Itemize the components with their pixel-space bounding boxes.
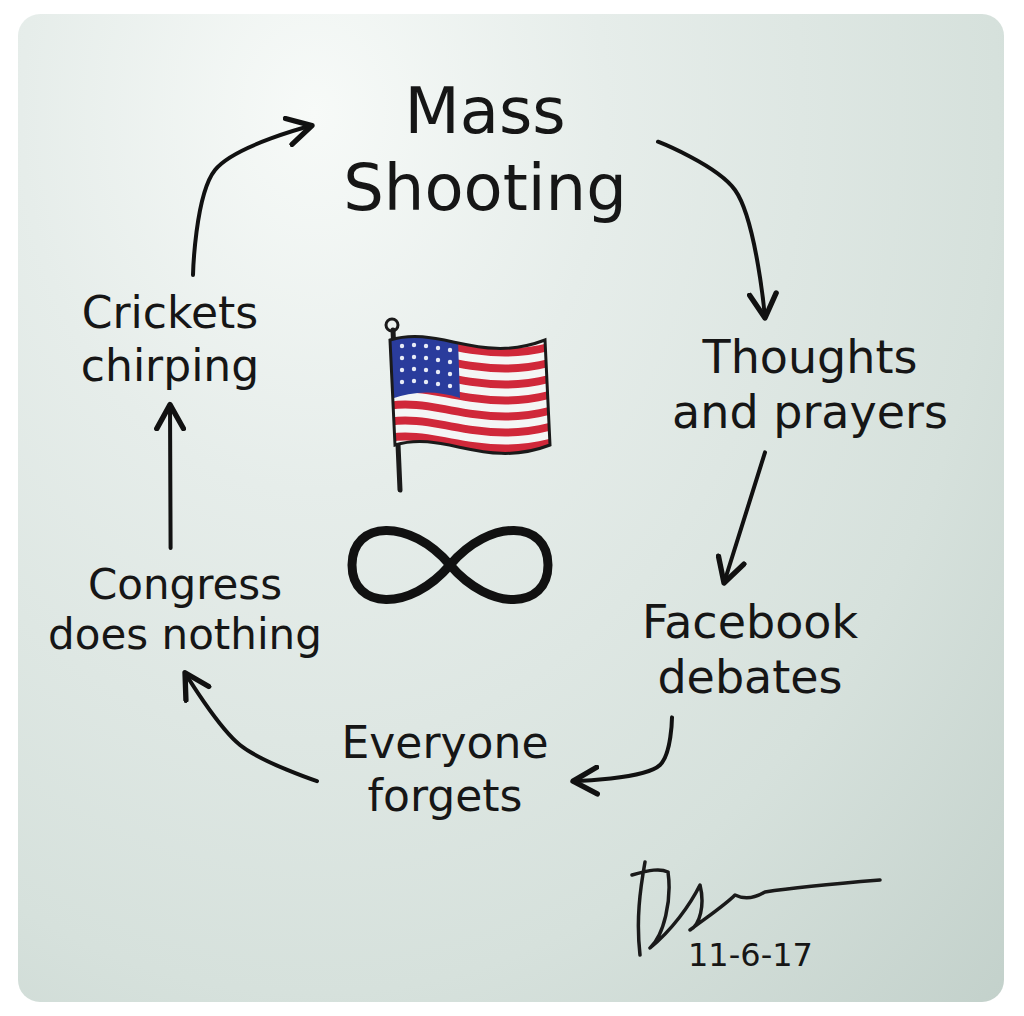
cycle-arrow (193, 126, 312, 275)
cycle-step: Congress does nothing (41, 556, 329, 665)
flag-outline (390, 337, 550, 454)
cycle-step: Crickets chirping (55, 283, 285, 397)
cycle-arrow (724, 452, 765, 583)
step-text: Crickets chirping (61, 287, 279, 393)
cycle-step: Thoughts and prayers (660, 326, 960, 444)
cycle-step: Facebook debates (620, 591, 880, 709)
pole-knob (386, 319, 398, 331)
flag-cloth (380, 320, 570, 470)
step-text: Facebook debates (626, 595, 874, 705)
step-text: Mass Shooting (326, 73, 644, 227)
infinity-symbol (352, 530, 548, 599)
cycle-arrow (168, 405, 173, 548)
cycle-step: Mass Shooting (320, 69, 650, 231)
step-text: Thoughts and prayers (666, 330, 954, 440)
cycle-arrow (573, 717, 672, 781)
step-text: Everyone forgets (331, 717, 559, 823)
flag (380, 319, 570, 490)
date-label: 11-6-17 (688, 936, 813, 974)
step-text: Congress does nothing (47, 560, 323, 661)
cycle-arrow (658, 142, 765, 318)
cycle-arrow (185, 673, 317, 781)
cycle-step: Everyone forgets (325, 713, 565, 827)
